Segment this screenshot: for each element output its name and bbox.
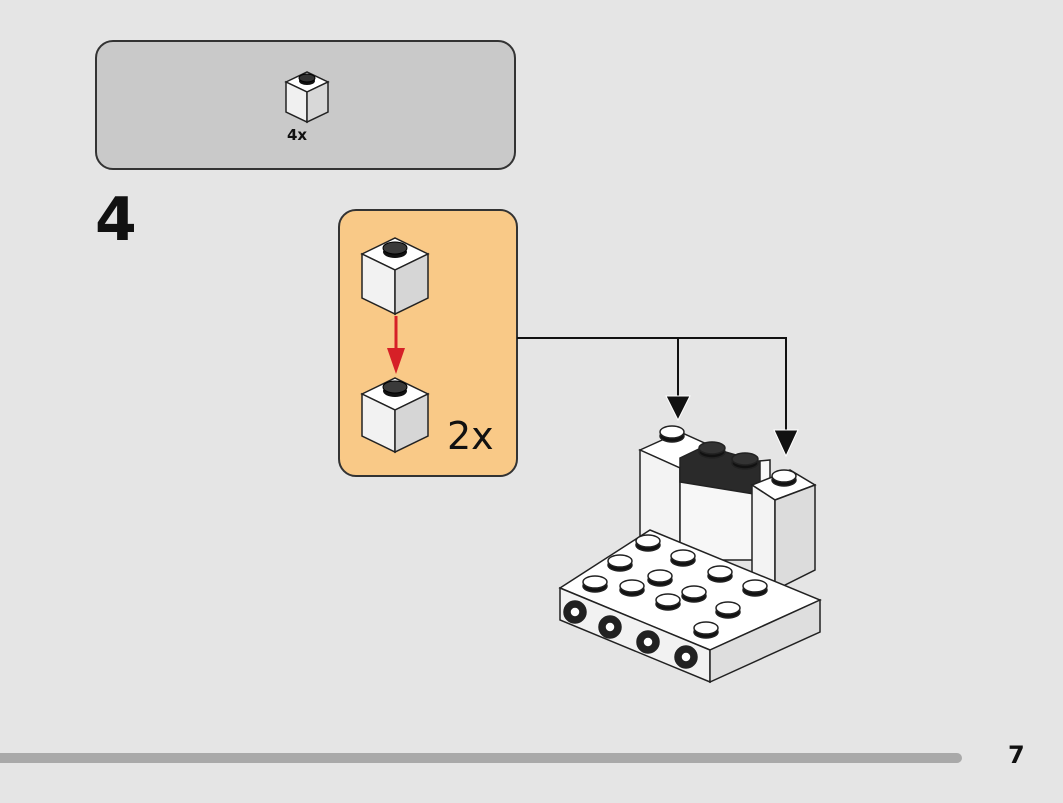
callout-bottom-brick xyxy=(360,377,430,454)
placement-arrow-head-right xyxy=(773,429,799,458)
callout-top-brick xyxy=(360,237,430,316)
red-attach-arrow-icon xyxy=(387,316,405,374)
page-progress-bar xyxy=(0,753,962,763)
main-model-assembly xyxy=(558,425,822,684)
placement-arrow-head-left xyxy=(665,395,691,422)
parts-list-panel: 4x xyxy=(95,40,516,170)
white-1x1-brick-icon xyxy=(284,71,330,124)
sub-assembly-quantity: 2x xyxy=(447,414,494,458)
placement-arrows-icon xyxy=(517,337,787,440)
page-number: 7 xyxy=(1008,741,1025,769)
parts-quantity-label: 4x xyxy=(287,126,308,144)
step-number: 4 xyxy=(95,185,137,255)
